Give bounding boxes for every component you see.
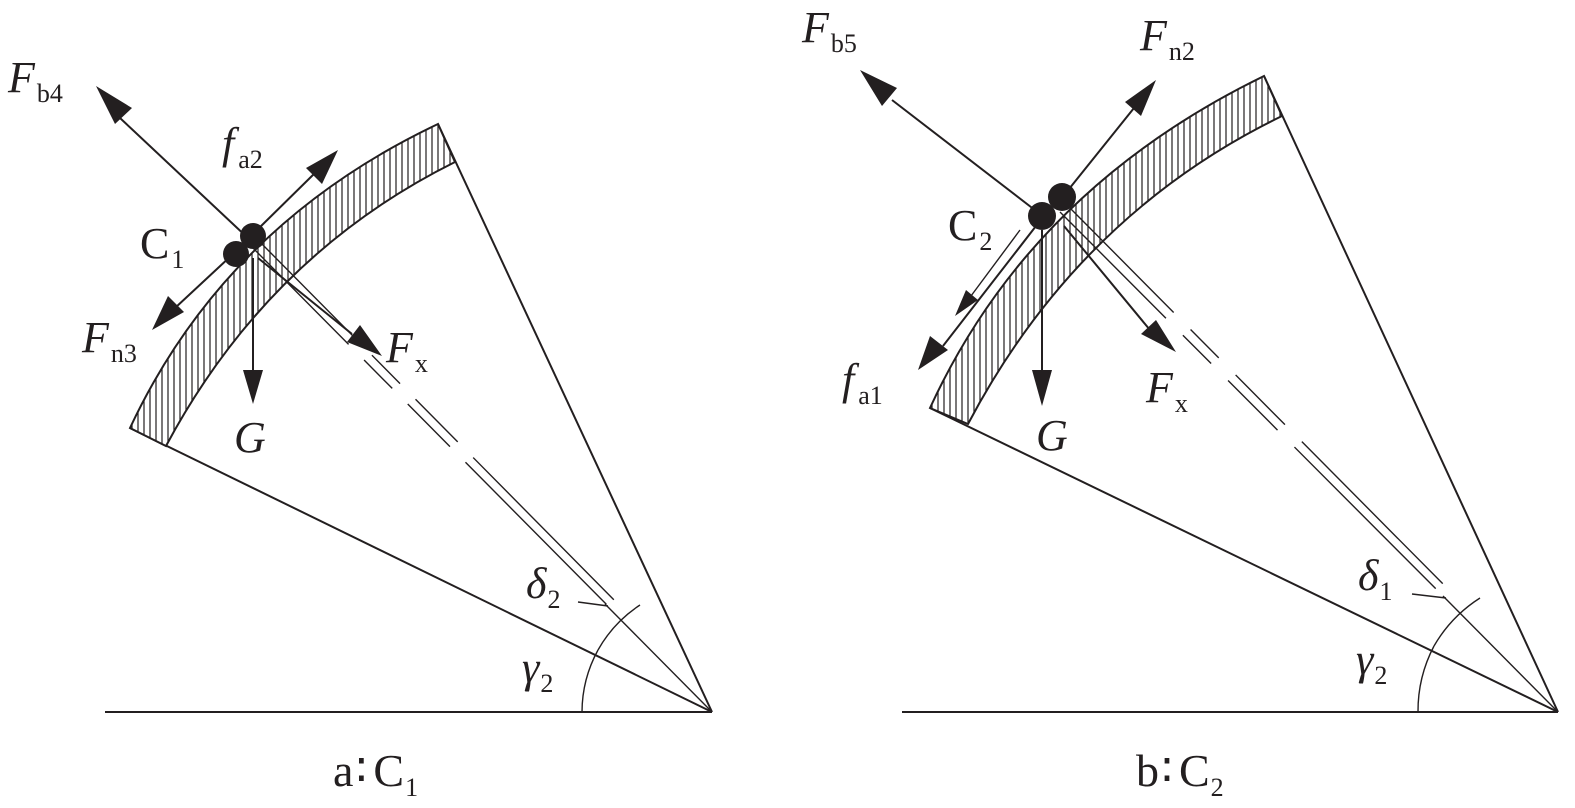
caption-b: b∶C2 [1136,745,1224,802]
Fn-line-a [174,254,233,309]
delta-leader-a [577,601,609,607]
gamma-arc-a-high [597,604,641,651]
Fn-arrowhead-b [1125,80,1156,116]
label-delta-a: δ2 [526,559,560,614]
contact-dot-a-1 [240,223,266,249]
contact-dot-b-2 [1028,202,1056,230]
centerline-a [249,239,619,609]
hatched-band-a [128,122,457,448]
label-Fx-a: Fx [385,323,428,378]
sector-side-left-a [129,427,713,713]
gamma-arc-a-low [581,649,599,713]
Fn-line-b [1064,107,1135,195]
fa-line-b [942,225,1037,347]
caption-a: a∶C1 [333,745,418,802]
contact-dot-b-1 [1048,183,1076,211]
delta-ray-b [1442,595,1559,713]
Fx-arrowhead-a [347,325,382,356]
sector-side-left-b [929,407,1559,713]
Fx-arrowhead-b [1141,320,1176,352]
label-Fx-b: Fx [1145,363,1188,418]
centerline-b [1059,205,1454,599]
Fx-line-b [1063,225,1151,331]
label-G-a: G [234,413,266,462]
sector-side-right-a [437,123,713,713]
fa-arrowhead-a [306,150,338,184]
label-delta-b: δ1 [1358,551,1392,606]
G-arrowhead-b [1032,370,1052,406]
gamma-arc-b-high [1433,597,1481,647]
delta-ray-a [604,603,713,713]
G-arrowhead-a [243,370,263,404]
fa-inner-line-b [967,229,1021,301]
label-Fb-a: Fb4 [7,53,63,108]
Fb-line-a [119,117,251,241]
delta-leader-b [1411,593,1447,599]
Fb-arrowhead-a [96,86,132,124]
label-contact-b: C2 [948,201,992,256]
label-gamma-b: γ2 [1356,635,1387,690]
fa-arrowhead-b [918,336,948,370]
label-G-b: G [1036,411,1068,460]
contact-dot-a-2 [223,241,249,267]
Fn-arrowhead-a [152,296,184,330]
fa-inner-arrowhead-b [955,290,978,316]
label-Fb-b: Fb5 [801,3,857,58]
label-Fn-a: Fn3 [81,313,137,368]
sector-side-right-b [1263,75,1559,713]
label-contact-a: C1 [140,219,184,274]
Fb-arrowhead-b [860,70,897,106]
label-Fn-b: Fn2 [1139,11,1195,66]
gamma-arc-b-low [1417,645,1435,713]
fa-line-a [254,169,319,233]
Fx-line-a [257,257,353,335]
label-gamma-a: γ2 [522,643,553,698]
Fb-line-b [891,99,1041,215]
